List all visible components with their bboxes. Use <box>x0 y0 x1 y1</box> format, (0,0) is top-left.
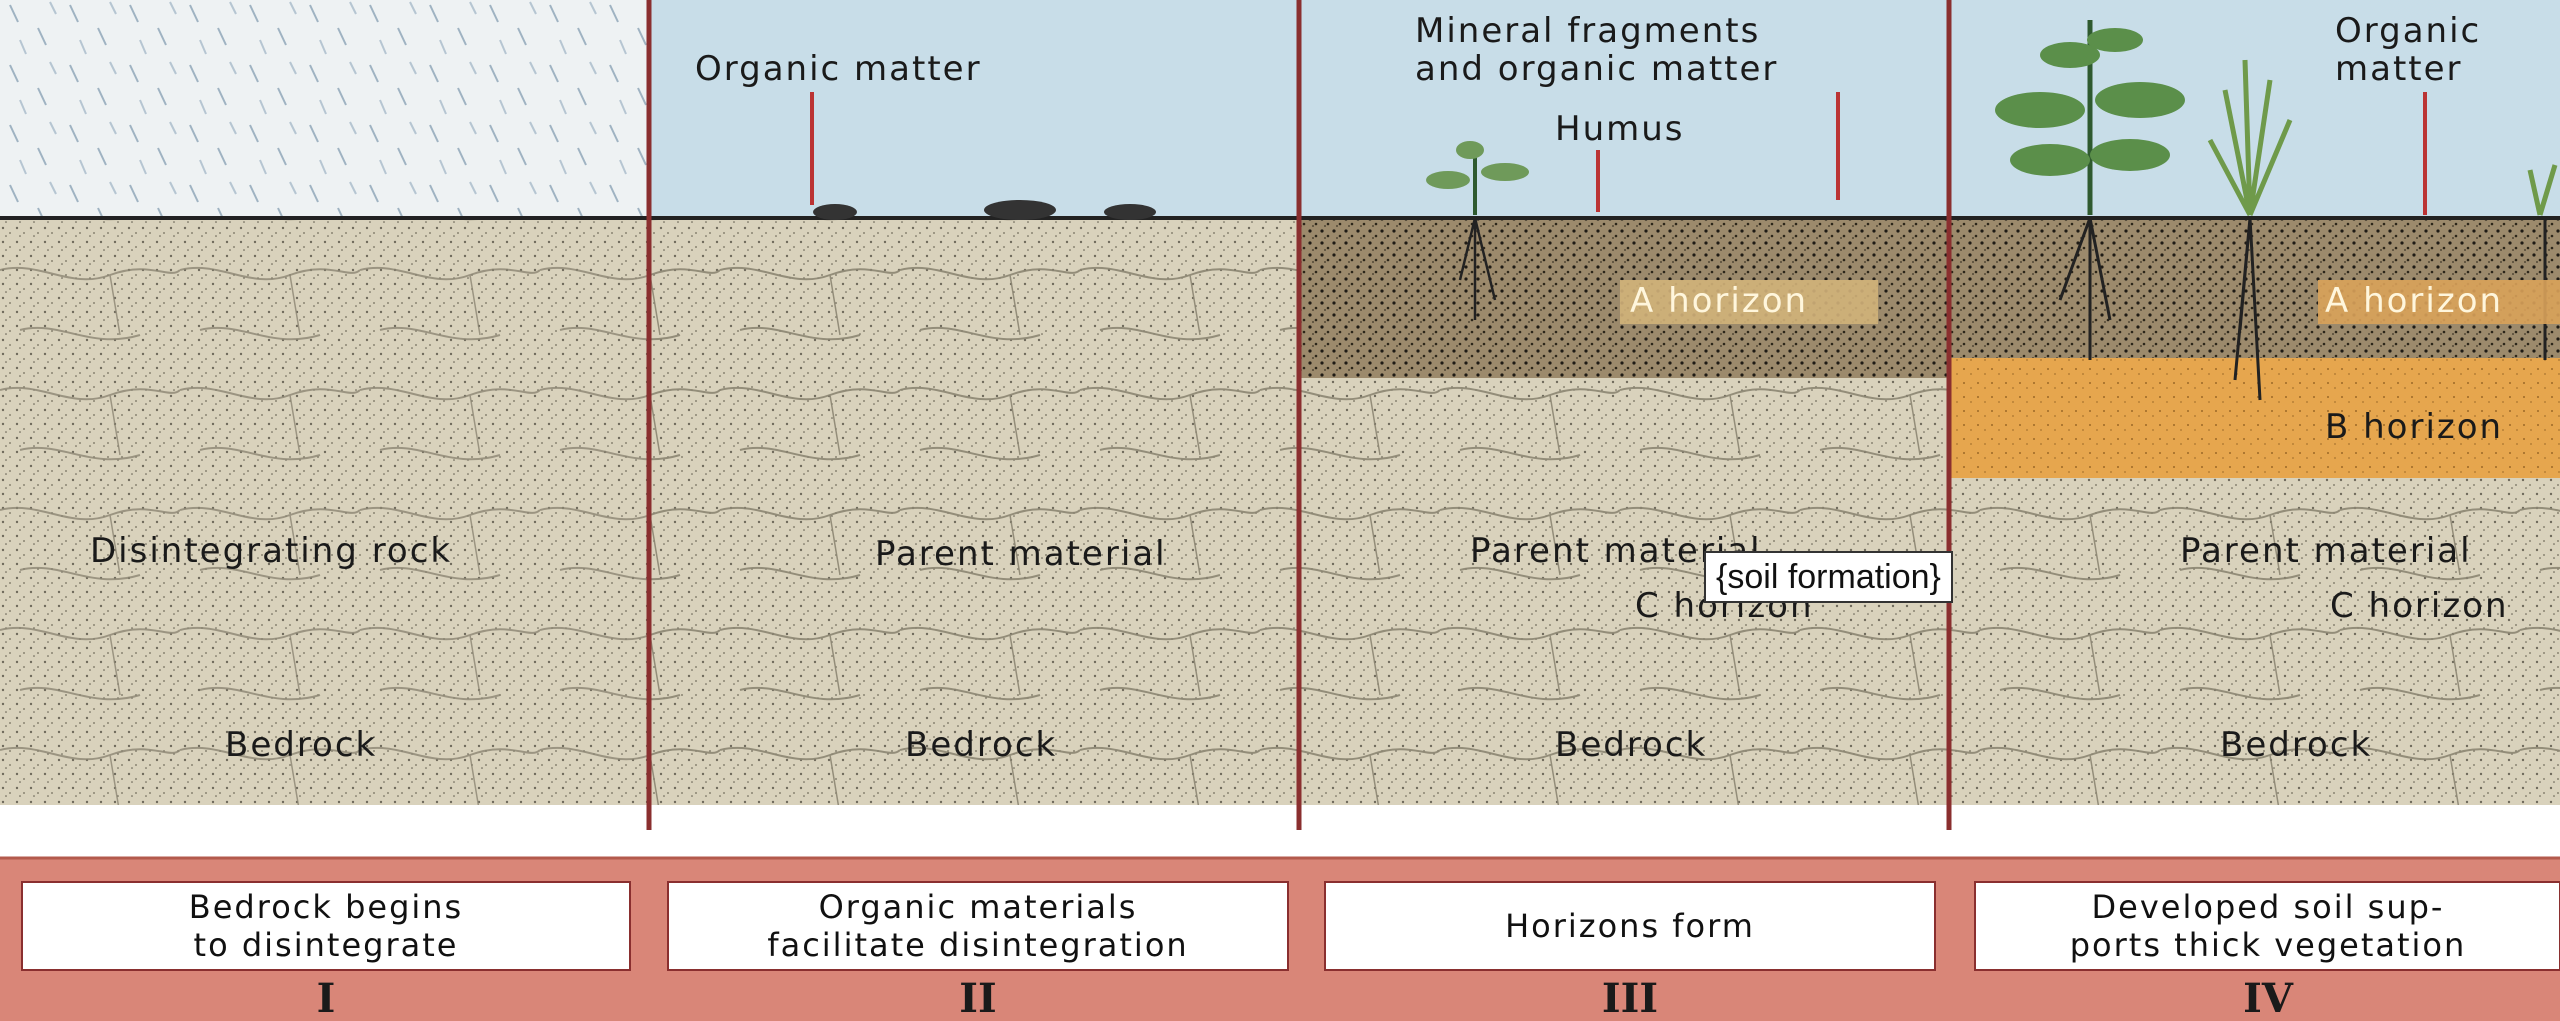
panel-4-b-horizon-label: B horizon <box>2325 407 2503 447</box>
soil-formation-tooltip: {soil formation} <box>1704 551 1953 603</box>
panel-2-bedrock-label: Bedrock <box>905 725 1057 765</box>
caption-1-numeral: I <box>317 975 336 1021</box>
caption-1-line-1: Bedrock begins <box>189 888 463 926</box>
caption-2-line-1: Organic materials <box>819 888 1138 926</box>
panel-4-c-horizon-label: C horizon <box>2330 586 2509 626</box>
panel-4-organic-label-2: matter <box>2335 49 2463 89</box>
caption-2-numeral: II <box>959 975 996 1021</box>
caption-4-line-1: Developed soil sup- <box>2092 888 2445 926</box>
panel-2-parent-label: Parent material <box>875 534 1167 574</box>
caption-4-numeral: IV <box>2243 975 2294 1021</box>
panel-1: Disintegrating rock Bedrock <box>0 0 648 805</box>
caption-4-line-2: ports thick vegetation <box>2070 926 2467 964</box>
panel-4: Organic matter A horizon B horizon Paren… <box>1950 0 2560 805</box>
panel-3-mineral-label-2: and organic matter <box>1415 49 1778 89</box>
panel-4-bedrock-label: Bedrock <box>2220 725 2372 765</box>
panel-2-sky <box>650 0 1298 218</box>
panel-1-rock-label: Disintegrating rock <box>90 531 452 571</box>
panel-3-bedrock-label: Bedrock <box>1555 725 1707 765</box>
caption-3-numeral: III <box>1602 975 1658 1021</box>
panel-3-humus-label: Humus <box>1555 109 1685 149</box>
caption-2-line-2: facilitate disintegration <box>767 926 1188 964</box>
panel-3-mineral-label-1: Mineral fragments <box>1415 11 1760 51</box>
caption-1-line-2: to disintegrate <box>194 926 459 964</box>
panel-4-organic-label-1: Organic <box>2335 11 2481 51</box>
panel-3-a-horizon-label: A horizon <box>1630 281 1808 321</box>
panel-1-sky <box>0 0 648 218</box>
panel-2: Organic matter Parent material Bedrock <box>650 0 1298 805</box>
panel-1-bedrock-label: Bedrock <box>225 725 377 765</box>
panel-4-a-horizon-label: A horizon <box>2325 281 2503 321</box>
panel-2-organic-label: Organic matter <box>695 49 982 89</box>
panel-4-parent-label: Parent material <box>2180 531 2472 571</box>
caption-3-line-1: Horizons form <box>1505 907 1755 945</box>
panel-3: Mineral fragments and organic matter Hum… <box>1300 0 1948 805</box>
